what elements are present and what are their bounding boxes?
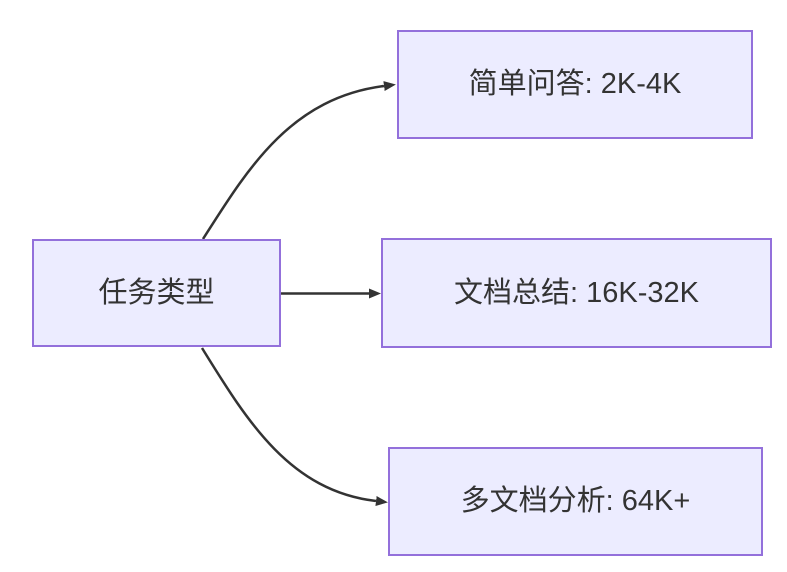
edge-root-to-simple-qa bbox=[201, 81, 396, 240]
node-multi-doc-analysis: 多文档分析: 64K+ bbox=[388, 447, 763, 556]
node-doc-summary-label: 文档总结: 16K-32K bbox=[454, 276, 699, 309]
edge-root-to-multi-doc-analysis bbox=[200, 347, 388, 506]
node-multi-doc-analysis-label: 多文档分析: 64K+ bbox=[460, 485, 691, 518]
node-simple-qa-label: 简单问答: 2K-4K bbox=[468, 68, 682, 101]
node-doc-summary: 文档总结: 16K-32K bbox=[381, 238, 772, 348]
node-task-type-label: 任务类型 bbox=[98, 276, 215, 309]
node-task-type: 任务类型 bbox=[32, 239, 281, 347]
node-simple-qa: 简单问答: 2K-4K bbox=[397, 30, 753, 139]
